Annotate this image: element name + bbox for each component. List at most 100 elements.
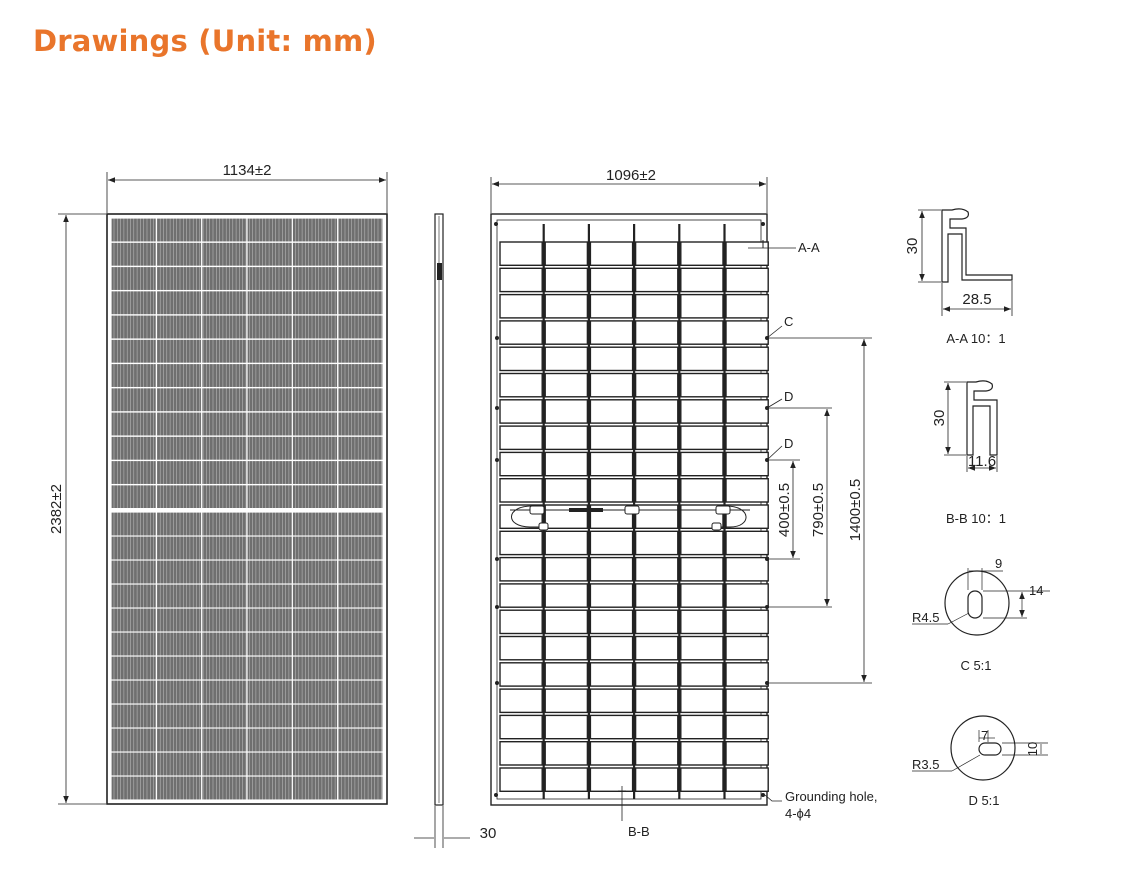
rear-cell [634, 635, 679, 661]
solar-cell [247, 291, 292, 315]
detail-c [912, 568, 1050, 636]
solar-cell [202, 242, 247, 266]
rear-cell [634, 399, 679, 424]
rear-cell [499, 320, 543, 345]
connector-left [529, 505, 545, 515]
solar-cell [292, 364, 338, 387]
rear-cell [680, 688, 724, 714]
rear-cell [725, 609, 769, 635]
detail-aa [918, 208, 1013, 316]
rear-cell [634, 425, 679, 451]
rear-cell [680, 478, 724, 503]
bb-width-label: 11.6 [968, 453, 996, 470]
solar-cell [292, 608, 338, 632]
rear-cell [499, 767, 543, 792]
solar-cell [247, 339, 292, 363]
hole-spacing-790: 790±0.5 [810, 483, 827, 537]
rear-cell [544, 372, 589, 398]
rear-cell [725, 267, 769, 293]
rear-cell [499, 714, 543, 740]
solar-cell [292, 512, 338, 536]
rear-cell [680, 714, 724, 740]
rear-cell [725, 241, 769, 266]
solar-cell [247, 536, 292, 560]
solar-cell [202, 218, 247, 242]
solar-cell [202, 680, 247, 704]
detail-d [912, 715, 1048, 781]
junction-box-center [569, 508, 603, 512]
rear-cell [725, 741, 769, 766]
rear-cell [544, 609, 589, 635]
grounding-hole-spec: 4-ϕ4 [785, 806, 811, 821]
rear-cell [499, 399, 543, 424]
rear-cell [499, 241, 543, 266]
front-view: 1134±2 2382±2 [48, 162, 388, 805]
rear-cell [634, 662, 679, 687]
rear-cell [680, 767, 724, 792]
rear-cell [589, 583, 634, 608]
solar-cell [247, 315, 292, 339]
section-bb-marker: B-B [628, 824, 650, 839]
rear-cell [499, 530, 543, 556]
rear-cell [544, 267, 589, 293]
rear-cell [589, 399, 634, 424]
solar-cell [247, 680, 292, 704]
rear-cell [680, 425, 724, 451]
solar-cell [292, 680, 338, 704]
solar-cell [292, 776, 338, 800]
solar-cell [202, 339, 247, 363]
rear-cell [634, 530, 679, 556]
rear-cell [725, 425, 769, 451]
rear-cell [680, 556, 724, 582]
grounding-hole-label: Grounding hole, [785, 789, 878, 804]
page-title: Drawings (Unit: mm) [33, 24, 377, 58]
rear-cell [634, 714, 679, 740]
frame-profile-bb [966, 380, 998, 456]
rear-cell [544, 688, 589, 714]
solar-cell [202, 267, 247, 290]
rear-cell [680, 320, 724, 345]
solar-cell [202, 728, 247, 752]
rear-cell [680, 741, 724, 766]
d-radius: R3.5 [912, 757, 939, 772]
rear-cell [589, 372, 634, 398]
solar-cell [292, 632, 338, 656]
solar-cell [292, 560, 338, 584]
rear-cell [589, 609, 634, 635]
d-dim-10: 10 [1025, 742, 1040, 756]
detail-bb [944, 380, 998, 472]
solar-cell [292, 461, 338, 484]
solar-cell [292, 315, 338, 339]
solar-cell [292, 242, 338, 266]
solar-cell [247, 267, 292, 290]
rear-cell [634, 556, 679, 582]
detail-d-marker-bottom: D [784, 436, 793, 451]
solar-cell [202, 315, 247, 339]
rear-cell [725, 320, 769, 345]
solar-cell [202, 560, 247, 584]
rear-cell [680, 241, 724, 266]
rear-cell [634, 688, 679, 714]
bb-height-label: 30 [931, 410, 948, 427]
rear-cell [499, 267, 543, 293]
solar-cell [292, 752, 338, 776]
rear-cell [634, 372, 679, 398]
rear-cell [725, 451, 769, 477]
rear-cell [634, 346, 679, 372]
side-view: 30 [414, 213, 496, 848]
solar-cell [292, 412, 338, 436]
rear-cell [589, 714, 634, 740]
front-height-label: 2382±2 [48, 484, 65, 534]
rear-cell [634, 609, 679, 635]
solar-cell [202, 752, 247, 776]
detail-d-marker-top: D [784, 389, 793, 404]
rear-cell [544, 741, 589, 766]
rear-cell [680, 662, 724, 687]
connector-right-lower [711, 522, 722, 531]
rear-cell [544, 556, 589, 582]
rear-cell [589, 425, 634, 451]
solar-cell [247, 461, 292, 484]
solar-cell [247, 436, 292, 460]
aa-width-label: 28.5 [962, 291, 991, 308]
rear-cell [634, 583, 679, 608]
